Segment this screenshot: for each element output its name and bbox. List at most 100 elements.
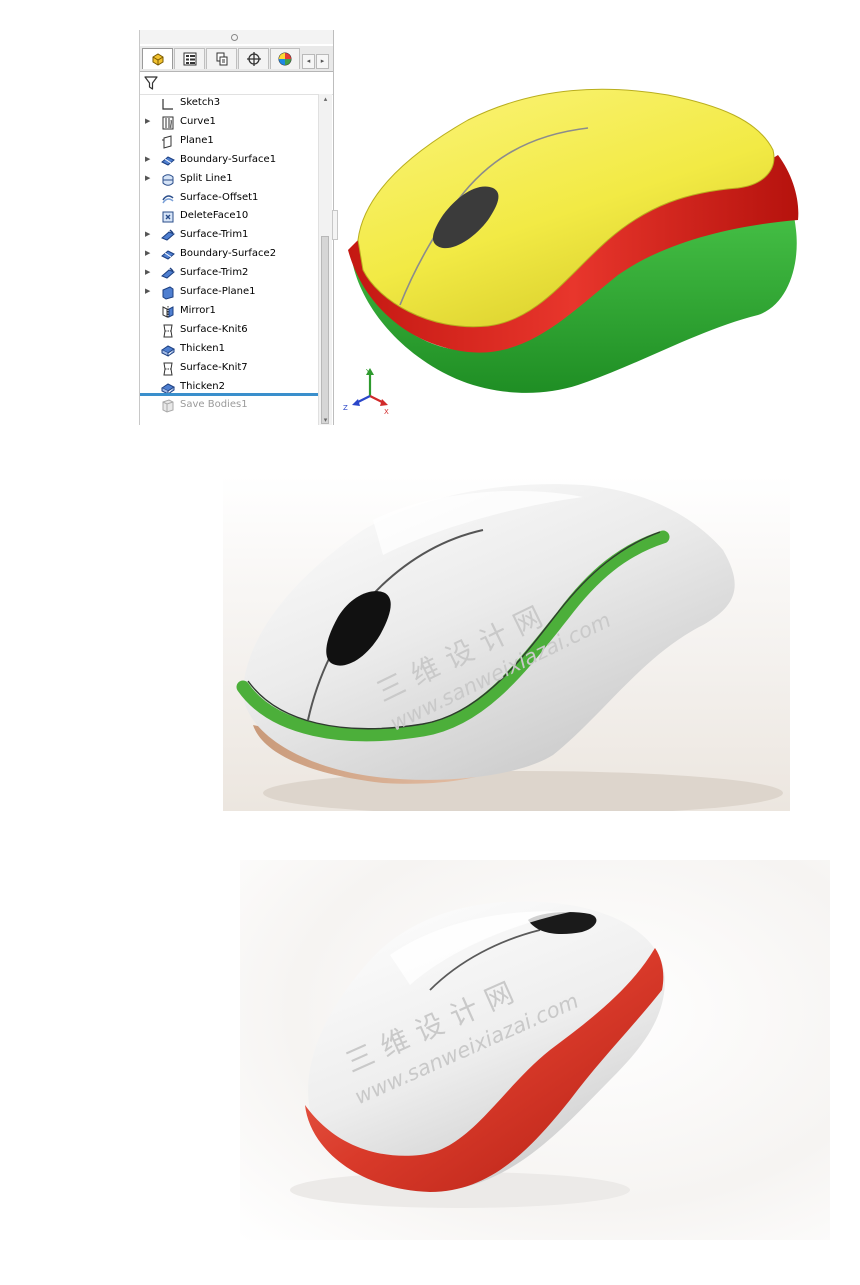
render-2-scroll-wheel [326,591,391,666]
tab-configuration-manager[interactable] [206,48,237,69]
mouse-side-band [348,155,799,353]
tree-item-label: Surface-Knit6 [180,323,248,335]
render-3-body [308,901,665,1192]
tree-item[interactable]: Plane1 [140,133,318,151]
curve-icon [162,116,174,130]
tree-item[interactable]: Thicken1 [140,341,318,359]
render-2-model: 三维设计网 www.sanweixiazai.com [236,484,783,811]
chevron-left-icon: ◂ [306,57,311,65]
surface-trim-icon [161,229,175,241]
tree-item-label: Sketch3 [180,97,221,108]
boundary-surface-icon [161,250,175,260]
split-line-icon [162,173,174,186]
render-2-highlight [373,490,583,555]
surface-plane-icon [162,286,174,300]
tree-item-label: Surface-Trim2 [180,267,249,279]
delete-face-icon [162,211,174,223]
triad-z-label: Z [343,404,348,412]
expand-arrow-icon[interactable]: ▶ [145,230,151,239]
render-3-split-line [429,929,541,991]
panel-grip[interactable] [140,30,333,44]
thicken-icon [161,345,175,357]
tree-item[interactable]: ▶ Split Line1 [140,171,318,189]
tree-item-label: Plane1 [180,134,214,146]
tabs-scroll-right-button[interactable]: ▸ [316,54,329,69]
render-3-red-band [305,948,664,1192]
tab-feature-manager[interactable] [142,48,173,69]
tree-item-label: Split Line1 [180,172,233,184]
filter-icon[interactable] [143,75,159,91]
tree-item-label: Save Bodies1 [180,399,248,411]
dimxpert-icon [246,52,261,66]
coordinate-triad: Y X Z [343,368,389,416]
tabs-scroll-left-button[interactable]: ◂ [302,54,315,69]
cad-viewport-model [348,88,799,393]
property-manager-icon [183,52,196,66]
tab-display-manager[interactable] [270,48,300,69]
configuration-manager-icon [216,52,227,66]
expand-arrow-icon[interactable]: ▶ [145,249,151,258]
rollback-bar[interactable] [140,393,318,396]
tree-item-label: Thicken1 [180,342,226,354]
scroll-thumb[interactable] [321,236,329,424]
expand-arrow-icon[interactable]: ▶ [145,173,151,182]
render-3-model: 三维设计网 www.sanweixiazai.com [290,901,665,1208]
display-manager-icon [278,52,292,66]
tree-item[interactable]: Surface-Offset1 [140,190,318,208]
tree-item[interactable]: DeleteFace10 [140,208,318,226]
save-bodies-icon [162,399,174,413]
render-3-highlight [390,911,570,985]
scroll-down-arrow-icon[interactable]: ▾ [323,416,328,424]
tree-item[interactable]: ▶ Surface-Plane1 [140,284,318,302]
expand-arrow-icon[interactable]: ▶ [145,154,151,163]
scroll-wheel [432,186,499,249]
tree-item-label: Thicken2 [180,380,226,392]
surface-knit-icon [163,324,173,338]
thicken-icon [161,382,175,395]
surface-trim-icon [161,267,175,279]
tree-item[interactable]: Thicken2 [140,379,318,397]
feature-manager-icon [152,53,163,66]
expand-arrow-icon[interactable]: ▶ [145,268,151,277]
tree-item[interactable]: Surface-Knit6 [140,322,318,340]
scroll-up-arrow-icon[interactable]: ▴ [323,95,328,103]
triad-x-arrow [380,399,388,406]
tab-dimxpert-manager[interactable] [238,48,269,69]
tree-item-label: Surface-Offset1 [180,191,259,203]
tree-item[interactable]: ▶Boundary-Surface2 [140,246,318,264]
tree-item[interactable]: ▶ Boundary-Surface1 [140,152,318,170]
triad-y-arrow [366,368,374,375]
tree-item[interactable]: Save Bodies1 [140,397,318,415]
tree-item[interactable]: Surface-Knit7 [140,360,318,378]
chevron-right-icon: ▸ [320,57,325,65]
tab-property-manager[interactable] [174,48,205,69]
tree-scrollbar[interactable]: ▴ ▾ [318,94,332,425]
tree-item-label: Mirror1 [180,304,216,316]
render-2-green-band [236,530,670,742]
surface-knit-icon [163,362,173,376]
feature-filter-row [140,72,333,95]
tree-item[interactable]: Mirror1 [140,303,318,321]
tree-item[interactable]: ▶ Curve1 [140,114,318,132]
tree-item-label: Surface-Plane1 [180,286,256,297]
expand-arrow-icon[interactable]: ▶ [145,287,151,295]
boundary-surface-icon [161,156,175,166]
tree-item[interactable]: ▶Surface-Trim1 [140,227,318,245]
tree-item[interactable]: ▶ Surface-Trim2 [140,265,318,283]
sketch-icon [162,99,173,110]
mouse-base-shell [352,165,797,393]
panel-splitter-handle[interactable] [332,210,338,240]
tree-item-label: Curve1 [180,115,216,127]
tree-item-label: Boundary-Surface1 [180,153,277,165]
surface-offset-icon [162,194,174,203]
manager-tabs: ◂ ▸ [140,46,333,72]
tree-item[interactable]: Sketch3 [140,95,318,113]
render-2-band-edge [247,531,661,730]
tree-item-label: Surface-Knit7 [180,361,248,373]
mirror-icon [162,305,174,318]
expand-arrow-icon[interactable]: ▶ [145,116,151,125]
mouse-top-shell [357,88,775,328]
triad-y-label: Y [365,368,371,376]
